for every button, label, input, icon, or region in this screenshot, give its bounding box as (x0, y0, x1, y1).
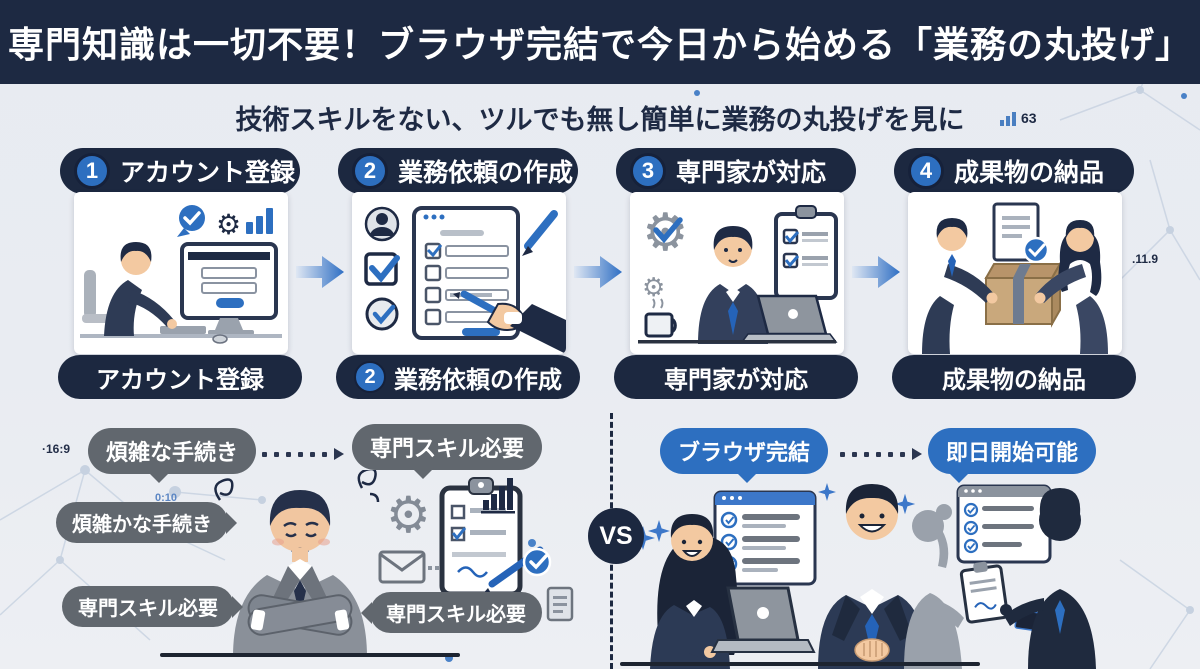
step-4-number-badge: 4 (908, 153, 944, 189)
subtitle-stat: 63 (1000, 110, 1037, 126)
check-icon (522, 547, 552, 577)
step-3-column: 3 専門家が対応 ⚙ ⚙ (614, 148, 858, 399)
step-1-title: アカウント登録 (120, 159, 296, 187)
step-1-illustration: ⚙ (74, 192, 288, 354)
step-3-caption: 専門家が対応 (614, 355, 858, 399)
con-bubble-expert-skills-right: 専門スキル必要 (370, 592, 542, 633)
checkbox-icon (364, 252, 398, 286)
bar-chart-icon (246, 208, 273, 234)
person-woman (1034, 220, 1108, 354)
step-4-column: 4 成果物の納品 (892, 148, 1136, 399)
expert-working-illustration: ⚙ ⚙ (638, 203, 838, 344)
step-2-column: 2 業務依頼の作成 (336, 148, 580, 399)
step-1-column: 1 アカウント登録 ⚙ (58, 148, 302, 399)
step-2-title: 業務依頼の作成 (398, 159, 574, 187)
con-bubble-expert-skills-required-top: 専門スキル必要 (352, 424, 543, 479)
task-request-illustration (364, 206, 566, 354)
subtitle: 技術スキルをない、ツルでも無し簡単に業務の丸投げを見に (235, 105, 965, 135)
step-1-number-badge: 1 (74, 153, 110, 189)
con-bubble-complicated-procedures: 煩雑な手続き (88, 428, 257, 483)
header-banner: 専門知識は一切不要！ブラウザ完結で今日から始める「業務の丸投げ」 (0, 0, 1200, 84)
clipboard-icon (439, 477, 523, 597)
step-1-title-pill: 1 アカウント登録 (60, 148, 300, 194)
silhouette-man (1000, 488, 1096, 669)
checklist-panel (713, 490, 817, 586)
bar-chart-icon (1000, 112, 1016, 126)
document-icon (992, 202, 1050, 264)
dotted-arrow-icon (840, 448, 922, 460)
stressed-man-illustration: ⚙ ⚙ (160, 470, 574, 657)
step-3-title-pill: 3 専門家が対応 (616, 148, 856, 194)
ratio-annotation: ·16:9 (42, 442, 71, 456)
gear-icon: ⚙ (642, 203, 689, 263)
gear-icon: ⚙ (386, 486, 431, 544)
step-2-illustration (352, 192, 566, 354)
account-registration-illustration: ⚙ (80, 205, 282, 344)
person-man (922, 218, 998, 354)
check-icon (183, 211, 201, 226)
time-annotation: 0:10 (155, 492, 178, 504)
con-bubble-complicated-procedures-2: 煩雑かな手続き (56, 502, 228, 543)
arrow-right-icon (296, 256, 344, 288)
happy-team-illustration (620, 483, 1096, 669)
step-4-caption: 成果物の納品 (892, 355, 1136, 399)
checklist-panel-2 (956, 484, 1052, 564)
arrow-right-icon (574, 256, 622, 288)
delivery-illustration (922, 202, 1108, 354)
arrow-right-icon (852, 256, 900, 288)
step-3-illustration: ⚙ ⚙ (630, 192, 844, 354)
pro-bubble-browser-complete: ブラウザ完結 (660, 428, 829, 483)
package-box (984, 260, 1062, 328)
writing-hand (453, 290, 566, 354)
desk-line (620, 662, 980, 666)
step-2-caption-number: 2 (354, 361, 386, 393)
pro-bubble-same-day-start: 即日開始可能 (928, 428, 1097, 483)
pen-icon (522, 210, 558, 256)
step-1-caption: アカウント登録 (58, 355, 302, 399)
sparkle-icon (648, 520, 670, 542)
coffee-mug-icon (644, 298, 677, 338)
gear-icon: ⚙ (216, 208, 241, 241)
check-icon (653, 217, 683, 244)
laptop-icon (710, 586, 816, 653)
smiling-man (818, 484, 926, 669)
step-4-title-pill: 4 成果物の納品 (894, 148, 1134, 194)
side-annotation: .11.9 (1132, 252, 1159, 266)
stressed-man (233, 490, 367, 657)
step-4-title: 成果物の納品 (954, 159, 1105, 187)
scribble-icon (357, 470, 380, 503)
step-3-title: 専門家が対応 (676, 159, 827, 187)
clipboard-icon (774, 205, 838, 300)
desk-line (160, 653, 460, 657)
step-3-number-badge: 3 (630, 153, 666, 189)
step-4-illustration (908, 192, 1122, 354)
page-title: 専門知識は一切不要！ブラウザ完結で今日から始める「業務の丸投げ」 (7, 24, 1192, 65)
dotted-arrow-icon (262, 448, 344, 460)
step-2-number-badge: 2 (352, 153, 388, 189)
woman-with-laptop (650, 514, 739, 669)
step-2-caption: 2 業務依頼の作成 (336, 355, 580, 399)
gear-icon: ⚙ (642, 273, 665, 303)
con-bubble-expert-skills-left: 専門スキル必要 (62, 586, 234, 627)
bar-chart-icon (481, 478, 515, 514)
step-2-title-pill: 2 業務依頼の作成 (338, 148, 578, 194)
stat-value: 63 (1021, 110, 1037, 126)
vs-badge: VS (588, 508, 644, 564)
silhouette-woman (904, 504, 964, 669)
circle-check-icon (365, 297, 399, 331)
pain-icons-cluster: ⚙ ⚙ (378, 477, 574, 641)
envelope-icon (378, 550, 426, 584)
